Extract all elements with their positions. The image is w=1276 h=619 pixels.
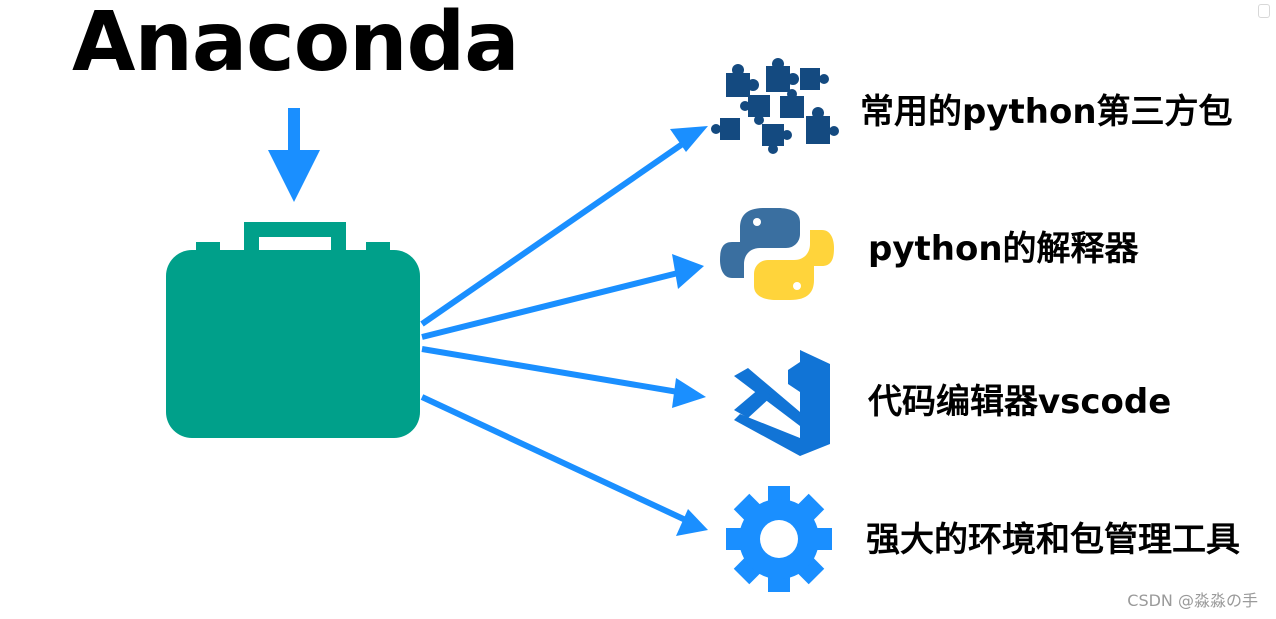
arrowhead-env-tool: [676, 509, 708, 536]
down-arrow: [268, 108, 320, 202]
arrow-to-env-tool: [420, 394, 694, 526]
watermark: CSDN @淼淼の手: [1127, 591, 1258, 610]
vscode-logo-icon: [734, 350, 830, 456]
gear-icon: [726, 486, 832, 592]
puzzle-pieces-icon: [711, 58, 839, 154]
label-interpreter: python的解释器: [868, 229, 1139, 269]
corner-box: [1258, 4, 1270, 18]
page-title: Anaconda: [72, 0, 520, 90]
arrow-to-packages: [420, 133, 696, 327]
label-editor: 代码编辑器vscode: [868, 382, 1172, 422]
arrowhead-editor: [672, 378, 706, 408]
briefcase-icon: [166, 222, 420, 438]
arrowhead-packages: [670, 126, 708, 152]
arrow-to-interpreter: [421, 268, 687, 340]
label-packages: 常用的python第三方包: [860, 92, 1233, 132]
arrow-to-editor: [421, 346, 691, 397]
label-env-tool: 强大的环境和包管理工具: [866, 520, 1240, 560]
arrowhead-interpreter: [672, 254, 704, 289]
python-logo-icon: [720, 208, 834, 300]
